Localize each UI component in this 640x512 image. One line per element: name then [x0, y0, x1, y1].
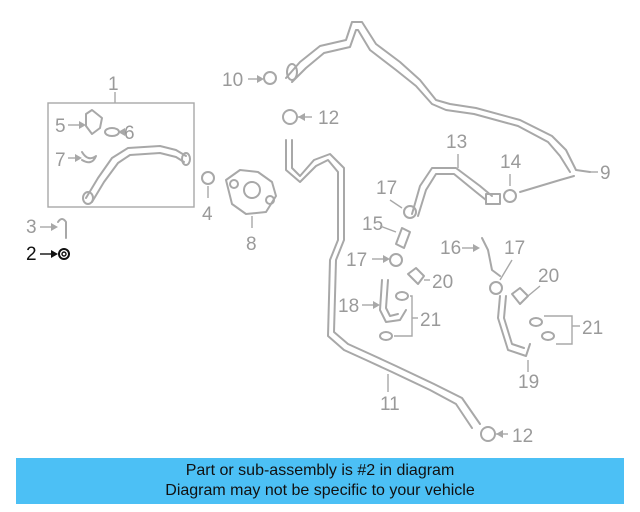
- callout-17-middle: 17: [346, 250, 367, 271]
- upper-coolant-pipe: 10 9: [222, 21, 611, 184]
- banner-line-1: Part or sub-assembly is #2 in diagram: [185, 462, 455, 479]
- callout-1: 1: [108, 74, 119, 95]
- part-18-pipe: 18: [338, 279, 407, 323]
- part-20-fitting-right: 20: [511, 266, 559, 305]
- sub-assembly-box-1: 1: [47, 74, 195, 208]
- callout-2: 2: [26, 244, 37, 265]
- info-banner: Part or sub-assembly is #2 in diagram Di…: [16, 458, 624, 504]
- callout-12-lower: 12: [512, 426, 533, 447]
- part-12-clamp-upper: 12: [282, 108, 339, 129]
- callout-16: 16: [440, 238, 461, 259]
- callout-17-top: 17: [376, 178, 397, 199]
- part-19-pipe-assembly: 19: [497, 295, 539, 393]
- callout-14: 14: [500, 152, 522, 173]
- callout-19: 19: [518, 372, 539, 393]
- part-4-clamp: 4: [201, 171, 215, 225]
- part-6-gasket: 6: [104, 123, 135, 144]
- callout-4: 4: [202, 204, 213, 225]
- callout-21-middle: 21: [420, 310, 441, 331]
- part-8-thermostat-housing: 8: [225, 169, 277, 255]
- callout-11: 11: [380, 394, 400, 415]
- part-3-bracket: 3: [26, 217, 67, 239]
- part-17-clamp-middle: 17: [346, 250, 403, 271]
- part-14-connector: 14: [500, 152, 575, 203]
- callout-20-middle: 20: [432, 272, 453, 293]
- callout-5: 5: [55, 116, 66, 137]
- part-13-hose: 13: [411, 132, 501, 217]
- part-11-coolant-pipe: 11: [285, 139, 481, 429]
- callout-9: 9: [600, 163, 611, 184]
- part-12-clamp-lower: 12: [480, 426, 533, 447]
- part-7-clamp: 7: [55, 150, 97, 171]
- callout-8: 8: [246, 234, 257, 255]
- callout-15: 15: [362, 214, 383, 235]
- part-21-gasket-right: 21: [529, 315, 603, 345]
- part-21-gasket-middle: 21: [379, 291, 441, 341]
- part-20-fitting-middle: 20: [407, 267, 453, 293]
- part-15-hose: 15: [362, 214, 411, 249]
- callout-3: 3: [26, 217, 37, 238]
- banner-line-2: Diagram may not be specific to your vehi…: [165, 482, 475, 499]
- part-5-bracket: 5: [55, 109, 103, 137]
- callout-21-right: 21: [582, 318, 603, 339]
- part-2-seal-ring: 2: [26, 244, 70, 265]
- callout-6: 6: [124, 123, 135, 144]
- part-17-clamp-top: 17: [376, 178, 417, 219]
- callout-10: 10: [222, 70, 243, 91]
- callout-12-upper: 12: [318, 108, 339, 129]
- callout-7: 7: [55, 150, 66, 171]
- callout-20-right: 20: [538, 266, 559, 287]
- part-16-hose: 16: [440, 237, 501, 277]
- callout-17-right: 17: [504, 238, 525, 259]
- callout-18: 18: [338, 296, 359, 317]
- part-17-clamp-right: 17: [489, 238, 525, 295]
- coolant-hose-assembly: [82, 145, 191, 205]
- callout-13: 13: [446, 132, 467, 153]
